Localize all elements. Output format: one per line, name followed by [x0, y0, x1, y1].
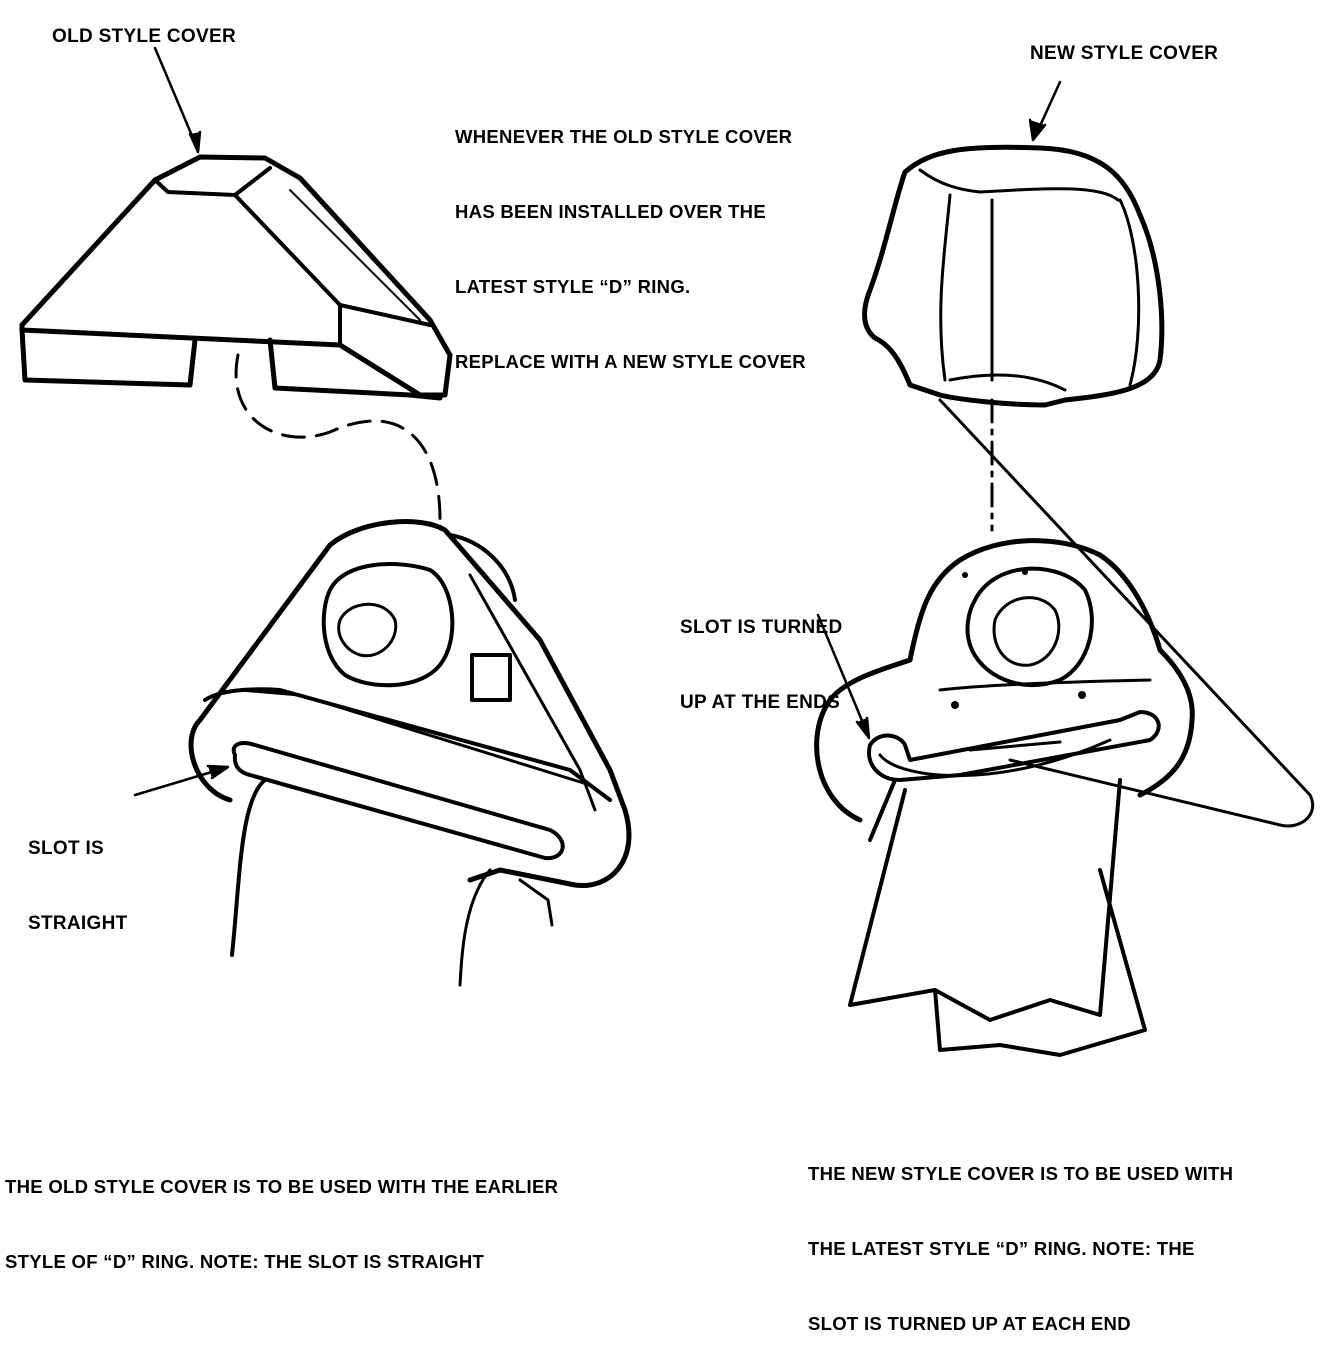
new-webbing-drawing	[848, 778, 1147, 1057]
slot-straight-arrow	[133, 764, 230, 797]
caption-line: SLOT IS TURNED UP AT EACH END	[808, 1313, 1131, 1334]
label-line: SLOT IS	[28, 838, 104, 859]
new-style-cover-drawing	[862, 144, 1165, 408]
rivet-marks	[951, 569, 1086, 709]
note-line: LATEST STYLE “D” RING.	[455, 276, 691, 297]
caption-line: THE OLD STYLE COVER IS TO BE USED WITH T…	[5, 1176, 559, 1197]
label-new-style-cover: NEW STYLE COVER	[1030, 43, 1219, 64]
slot-turned-arrow	[816, 613, 871, 740]
caption-new-cover: THE NEW STYLE COVER IS TO BE USED WITH T…	[808, 1111, 1233, 1361]
caption-line: THE NEW STYLE COVER IS TO BE USED WITH	[808, 1163, 1234, 1184]
new-cover-arrow	[1028, 80, 1062, 142]
note-line: HAS BEEN INSTALLED OVER THE	[455, 201, 766, 222]
note-line: WHENEVER THE OLD STYLE COVER	[455, 126, 793, 147]
note-line: REPLACE WITH A NEW STYLE COVER	[455, 351, 806, 372]
alignment-dash-curve-left	[234, 353, 442, 522]
label-slot-turned: SLOT IS TURNED UP AT THE ENDS	[680, 565, 843, 740]
label-line: STRAIGHT	[28, 913, 128, 934]
old-d-ring-drawing	[188, 519, 632, 987]
note-replace-cover: WHENEVER THE OLD STYLE COVER HAS BEEN IN…	[455, 74, 806, 399]
caption-line: STYLE OF “D” RING. NOTE: THE SLOT IS STR…	[5, 1251, 485, 1272]
diagram-artwork	[19, 46, 1315, 1057]
caption-old-cover: THE OLD STYLE COVER IS TO BE USED WITH T…	[5, 1124, 558, 1299]
new-d-ring-drawing	[814, 538, 1195, 823]
label-line: UP AT THE ENDS	[680, 692, 841, 713]
caption-line: THE LATEST STYLE “D” RING. NOTE: THE	[808, 1238, 1195, 1259]
label-old-style-cover: OLD STYLE COVER	[52, 26, 236, 47]
diagonal-guide-line	[938, 398, 1315, 828]
label-line: SLOT IS TURNED	[680, 617, 843, 638]
label-slot-straight: SLOT IS STRAIGHT	[28, 786, 128, 961]
old-cover-arrow	[153, 46, 202, 154]
old-style-cover-drawing	[19, 154, 453, 401]
